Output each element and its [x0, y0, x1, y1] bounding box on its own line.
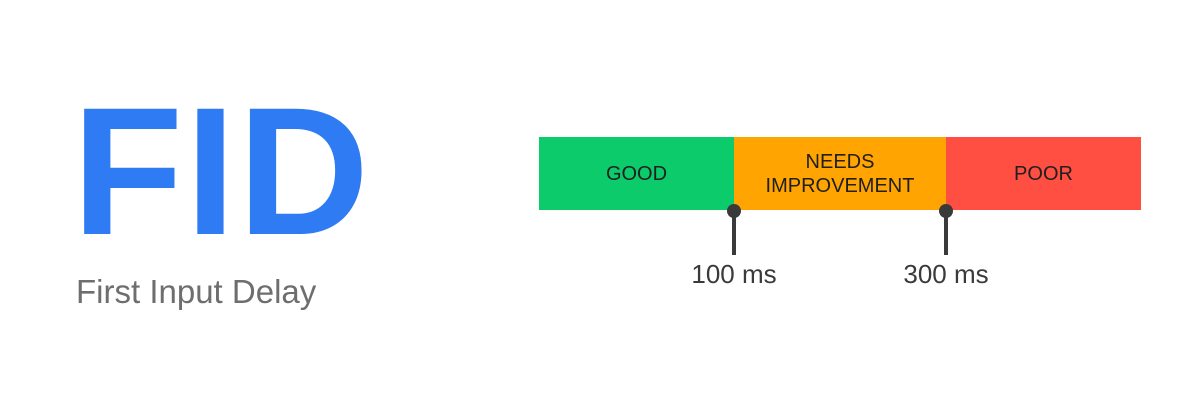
threshold-label-300ms: 300 ms [903, 259, 989, 289]
metric-full-name: First Input Delay [76, 273, 317, 310]
threshold-marker-100ms [727, 204, 741, 255]
metric-acronym: FID [72, 69, 372, 273]
segment-good: GOOD [539, 137, 734, 210]
threshold-marker-300ms [939, 204, 953, 255]
segment-poor-label: POOR [1014, 162, 1073, 185]
segment-good-label: GOOD [605, 162, 668, 185]
threshold-stem [944, 211, 948, 255]
segment-poor: POOR [946, 137, 1141, 210]
threshold-label-100ms: 100 ms [691, 259, 777, 289]
threshold-stem [732, 211, 736, 255]
